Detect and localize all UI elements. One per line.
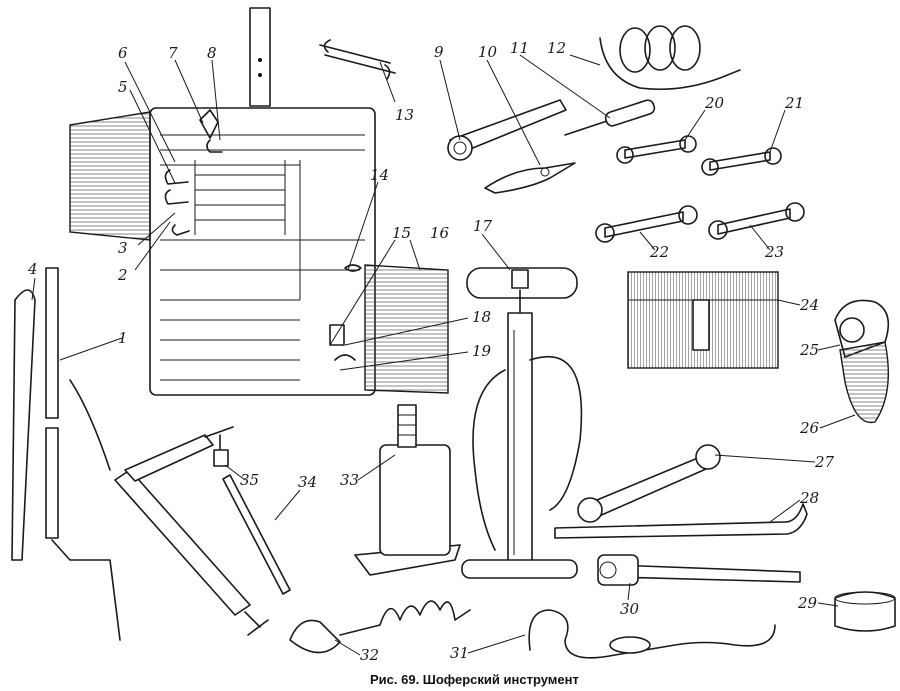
- label-4: 4: [27, 260, 38, 278]
- tire-pump: [461, 267, 583, 579]
- small-key: [204, 426, 234, 467]
- label-26: 26: [799, 419, 820, 437]
- multi-key: [319, 39, 396, 80]
- label-21: 21: [784, 94, 804, 112]
- label-11: 11: [510, 39, 529, 57]
- hydraulic-jack: [354, 404, 461, 576]
- label-29: 29: [797, 594, 818, 612]
- wrench-20: [616, 135, 697, 164]
- label-15: 15: [392, 224, 411, 242]
- tire-lever: [554, 503, 808, 539]
- inspection-lamp: [289, 600, 471, 654]
- label-30: 30: [620, 600, 640, 618]
- label-7: 7: [168, 44, 178, 62]
- label-6: 6: [118, 44, 128, 62]
- label-9: 9: [434, 43, 444, 61]
- label-27: 27: [814, 453, 835, 471]
- wrench-21: [701, 147, 782, 176]
- label-3: 3: [118, 239, 128, 257]
- wrench-22: [595, 205, 698, 243]
- cable-coil: [599, 25, 741, 91]
- label-19: 19: [472, 342, 492, 360]
- label-16: 16: [430, 224, 450, 242]
- label-25: 25: [799, 341, 819, 359]
- box-wrench: [447, 99, 567, 161]
- label-13: 13: [395, 106, 414, 124]
- inflation-hose: [528, 609, 776, 659]
- socket-wrench: [597, 554, 801, 586]
- figure-caption: Рис. 69. Шоферский инструмент: [370, 672, 579, 687]
- jack-handle: [45, 267, 121, 641]
- pry-bar: [11, 289, 36, 561]
- hex-socket: [834, 591, 896, 632]
- label-23: 23: [764, 243, 784, 261]
- pliers: [484, 162, 576, 194]
- label-35: 35: [240, 471, 259, 489]
- screwdriver: [564, 99, 656, 136]
- label-34: 34: [298, 473, 317, 491]
- label-12: 12: [547, 39, 566, 57]
- label-8: 8: [207, 44, 217, 62]
- extension-rod: [222, 474, 291, 595]
- tool-strip: [249, 7, 271, 107]
- label-10: 10: [478, 43, 498, 61]
- label-31: 31: [450, 644, 469, 662]
- callout-labels: 1 2 3 4 5 6 7 8 9 10 11 12 13 14 15 16 1…: [27, 39, 835, 664]
- label-33: 33: [340, 471, 359, 489]
- label-20: 20: [704, 94, 725, 112]
- label-1: 1: [118, 329, 128, 347]
- tool-bag: [627, 271, 779, 369]
- grease-gun: [69, 379, 269, 636]
- long-box-wrench: [577, 444, 721, 523]
- label-32: 32: [360, 646, 379, 664]
- label-14: 14: [370, 166, 389, 184]
- label-28: 28: [799, 489, 819, 507]
- leader-lines: [31, 54, 856, 656]
- label-22: 22: [649, 243, 669, 261]
- wrench-23: [708, 202, 805, 240]
- label-2: 2: [117, 266, 128, 284]
- label-5: 5: [118, 78, 128, 96]
- pressure-gauge: [834, 299, 890, 424]
- label-24: 24: [799, 296, 819, 314]
- label-17: 17: [473, 217, 493, 235]
- label-18: 18: [472, 308, 491, 326]
